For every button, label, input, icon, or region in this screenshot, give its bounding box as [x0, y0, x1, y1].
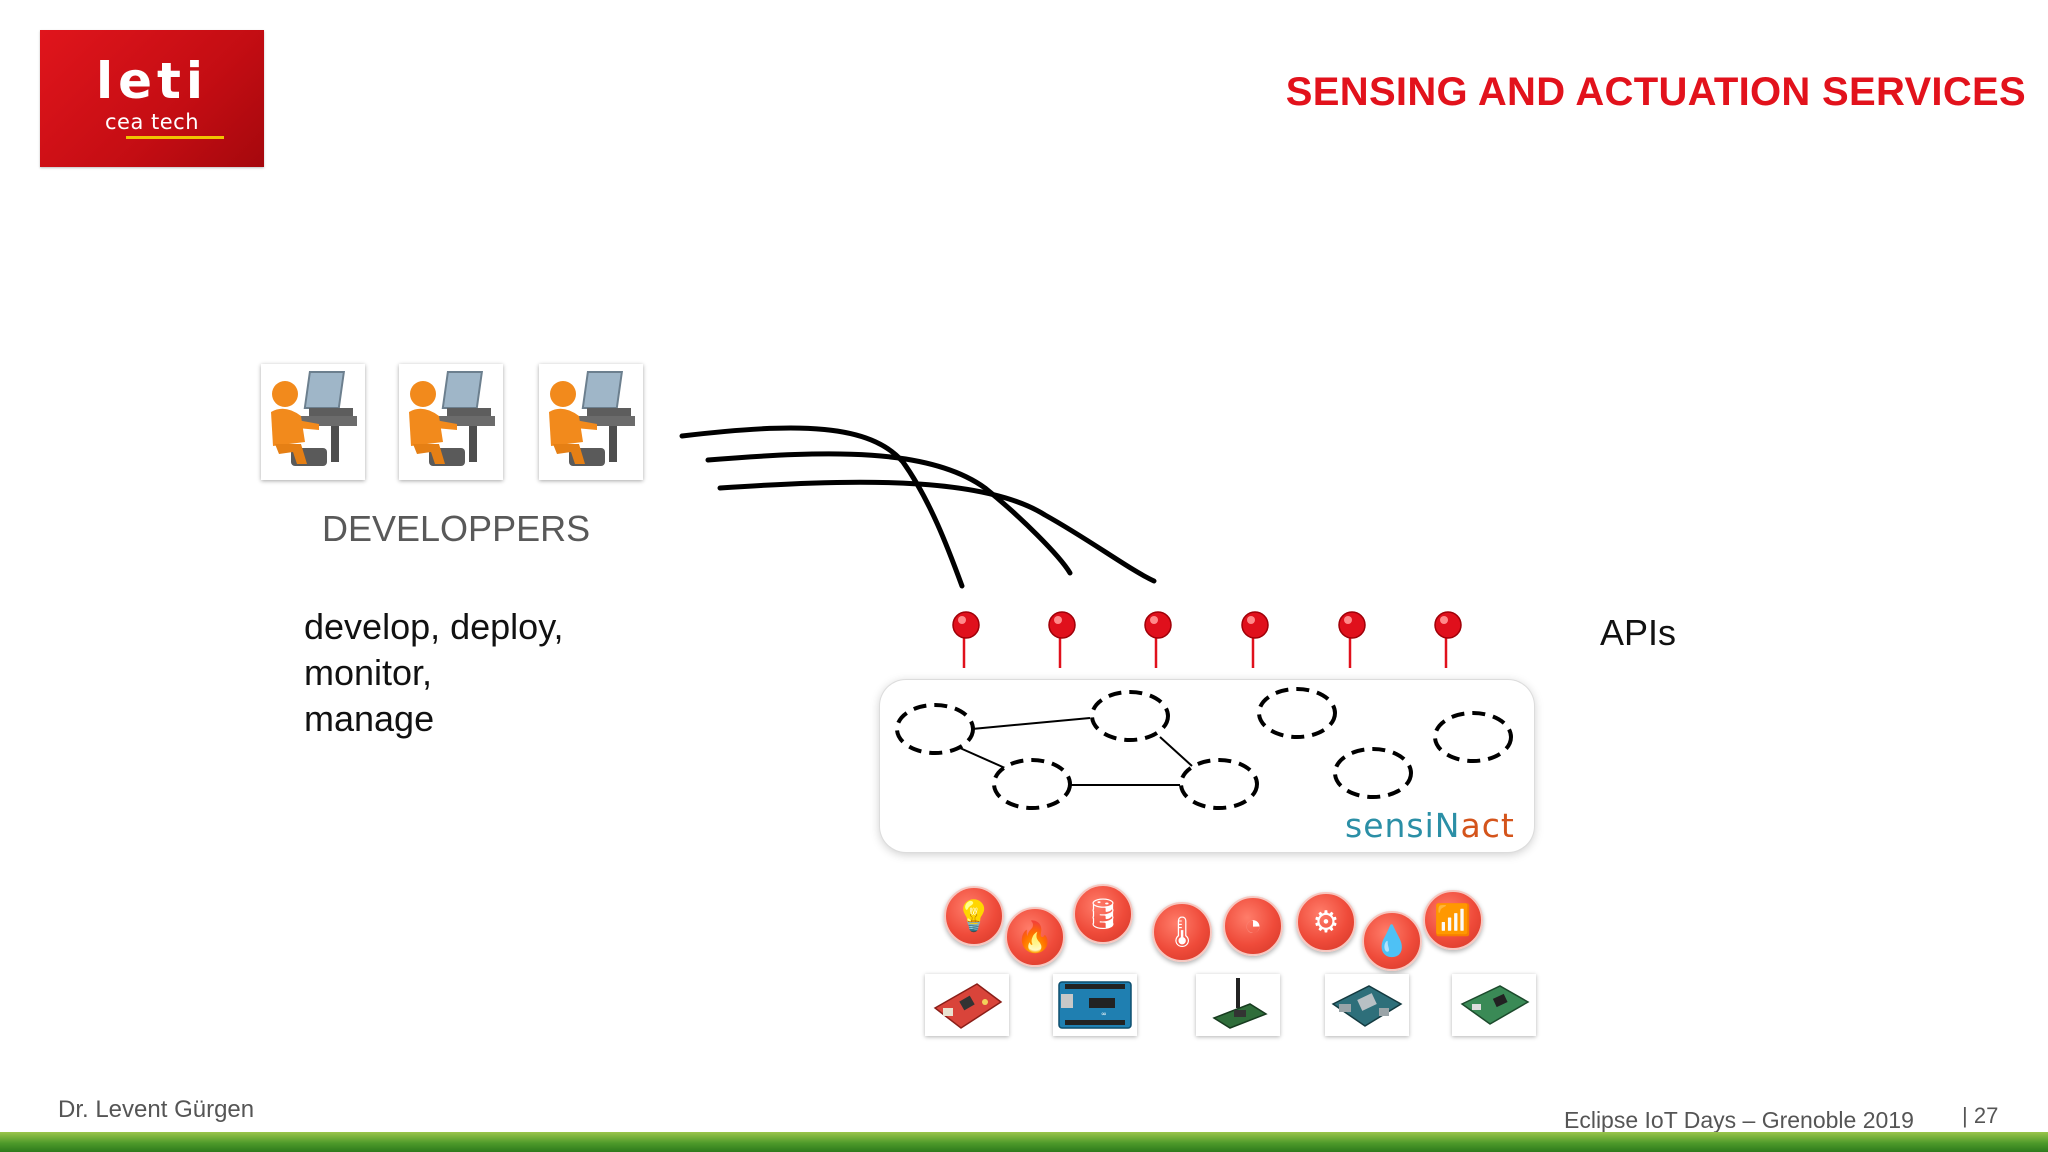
- developer-icon: [261, 364, 365, 480]
- logo-sub-text: cea tech: [104, 110, 200, 134]
- developer-tasks: develop, deploy, monitor, manage: [304, 604, 564, 742]
- arduino-board-icon: ∞: [1053, 974, 1137, 1036]
- api-pin: [1434, 611, 1462, 668]
- task-line-1: develop, deploy,: [304, 606, 564, 647]
- api-pins: [952, 611, 1462, 668]
- leti-logo: leti cea tech: [40, 30, 264, 167]
- water-drop-icon: 💧: [1362, 911, 1422, 971]
- service-node: [1257, 687, 1337, 739]
- sensor-board-icon: [925, 974, 1009, 1036]
- footer-author: Dr. Levent Gürgen: [58, 1096, 255, 1123]
- brand-suffix: act: [1460, 806, 1515, 845]
- gears-icon: ⚙: [1296, 892, 1356, 952]
- flame-icon: 🔥: [1005, 907, 1065, 967]
- bottom-green-bar: [0, 1132, 2048, 1152]
- connection-line: [705, 451, 1073, 576]
- apis-label: APIs: [1600, 612, 1677, 653]
- service-node: [1333, 747, 1413, 799]
- sensinact-brand: sensiNact: [1345, 806, 1515, 845]
- connection-line: [717, 479, 1157, 584]
- task-line-3: manage: [304, 698, 435, 739]
- svg-text:∞: ∞: [1101, 1010, 1107, 1018]
- logo-underline: [126, 136, 224, 139]
- api-pin: [1338, 611, 1366, 668]
- service-node: [992, 758, 1072, 810]
- footer-event: Eclipse IoT Days – Grenoble 2019: [1564, 1107, 1914, 1133]
- api-pin: [1048, 611, 1076, 668]
- task-line-2: monitor,: [304, 652, 433, 693]
- developers-label: DEVELOPPERS: [322, 508, 591, 549]
- gateway-board-icon: [1452, 974, 1536, 1036]
- api-pin: [952, 611, 980, 668]
- service-node: [895, 703, 975, 755]
- light-bulb-icon: 💡: [944, 886, 1004, 946]
- radio-module-icon: [1196, 974, 1280, 1036]
- slide-title: SENSING AND ACTUATION SERVICES: [1285, 70, 2026, 114]
- gauge-icon: ◔: [1223, 896, 1283, 956]
- developer-icon: [399, 364, 503, 480]
- developer-icon: [539, 364, 643, 480]
- api-pin: [1241, 611, 1269, 668]
- service-graph-links: [959, 717, 1193, 786]
- antenna-icon: 📶: [1423, 890, 1483, 950]
- brand-prefix: sensiN: [1345, 806, 1461, 845]
- service-node: [1090, 690, 1170, 742]
- raspberry-pi-icon: [1325, 974, 1409, 1036]
- database-icon: 🛢: [1073, 884, 1133, 944]
- logo-main-text: leti: [95, 52, 209, 110]
- api-pin: [1144, 611, 1172, 668]
- service-nodes: [895, 687, 1513, 810]
- service-node: [1179, 758, 1259, 810]
- thermometer-icon: 🌡: [1152, 902, 1212, 962]
- service-node: [1433, 711, 1513, 763]
- page-number: | 27: [1962, 1103, 1999, 1128]
